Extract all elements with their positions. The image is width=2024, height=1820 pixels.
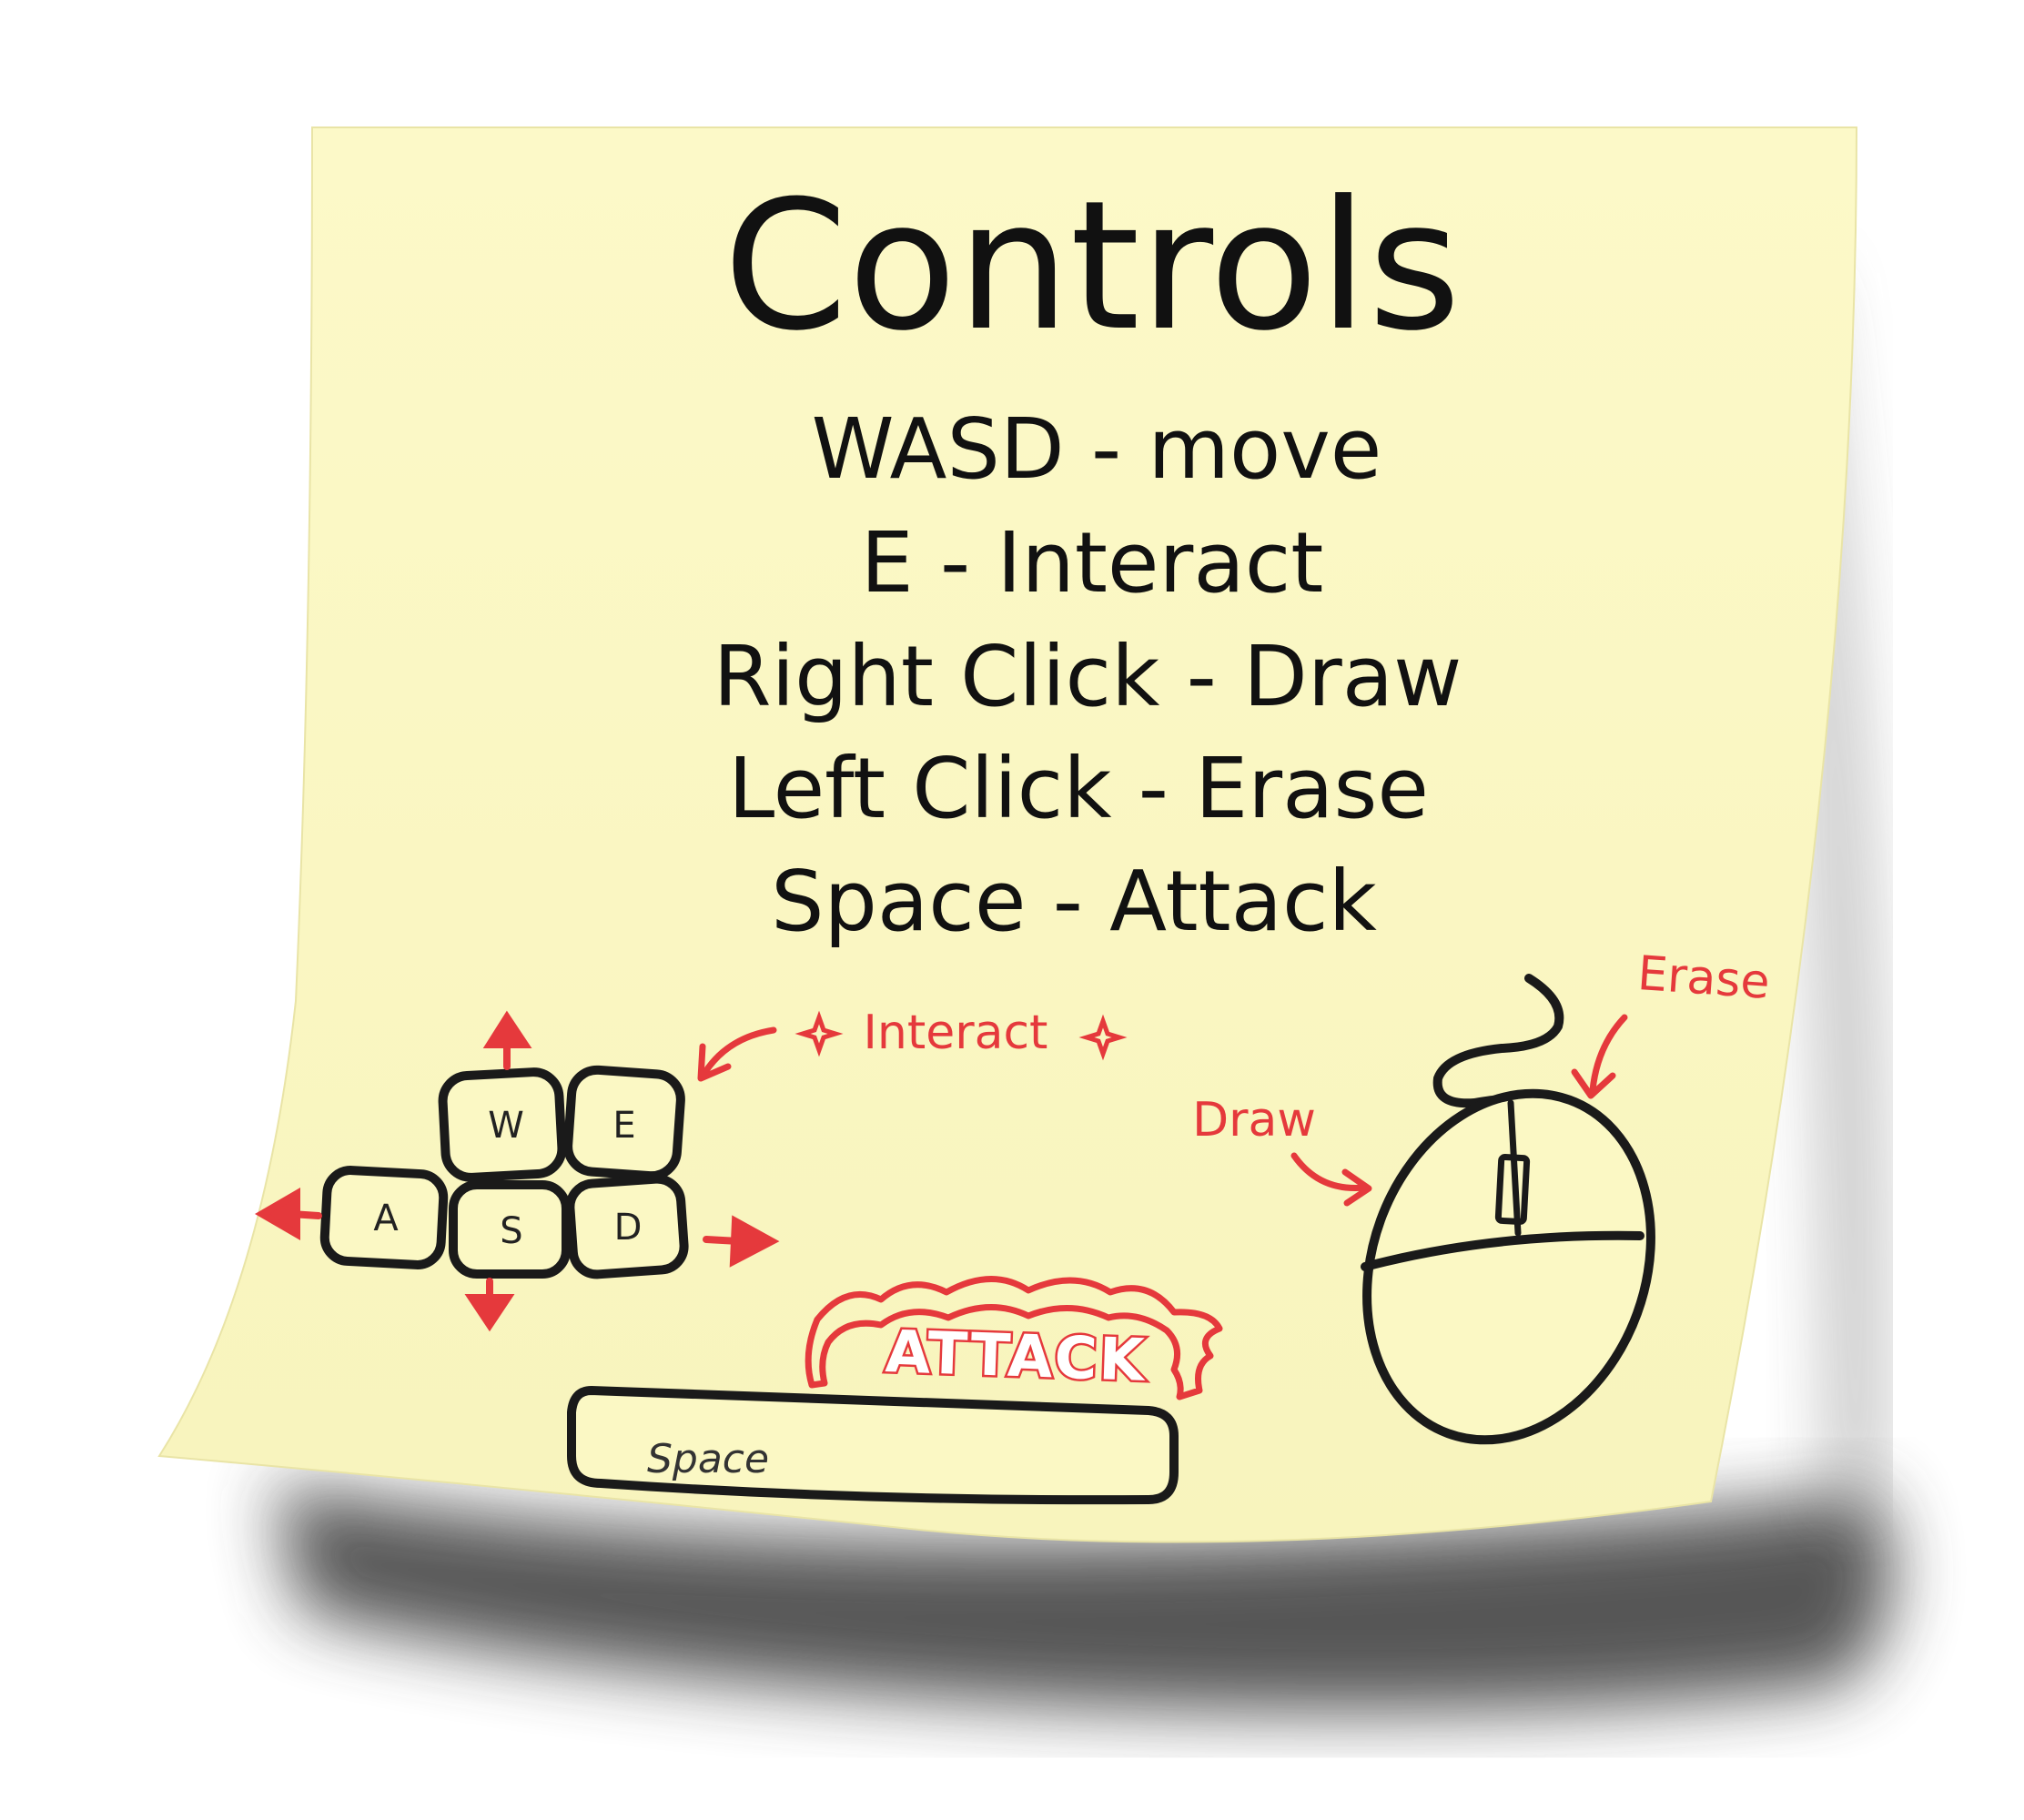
mouse-cable bbox=[1432, 974, 1564, 1108]
arrow-down-icon bbox=[464, 1278, 515, 1332]
control-line-interact: E - Interact bbox=[861, 514, 1324, 612]
key-w bbox=[438, 1067, 567, 1182]
key-w-label: W bbox=[488, 1105, 524, 1147]
controls-list: WASD - move E - Interact Right Click - D… bbox=[713, 400, 1462, 950]
note-shadow bbox=[273, 1483, 1893, 1713]
mouse-center-line bbox=[1507, 1099, 1522, 1237]
movement-arrows bbox=[255, 1010, 780, 1332]
erase-annotation: Erase bbox=[1571, 946, 1772, 1099]
control-line-erase: Left Click - Erase bbox=[728, 740, 1429, 837]
space-key: Space bbox=[567, 1386, 1179, 1505]
control-line-attack: Space - Attack bbox=[771, 853, 1377, 950]
mouse-illustration bbox=[1361, 974, 1655, 1445]
page-title: Controls bbox=[724, 163, 1462, 370]
mouse-body bbox=[1362, 1088, 1655, 1445]
space-key-outline bbox=[567, 1386, 1179, 1505]
mouse-scroll-wheel bbox=[1494, 1154, 1531, 1225]
sparkle-left-icon bbox=[794, 1010, 844, 1057]
space-key-label: Space bbox=[647, 1436, 769, 1482]
keyboard-keys-illustration bbox=[319, 1065, 689, 1279]
erase-arrow-icon bbox=[1589, 1014, 1628, 1094]
arrow-right-icon bbox=[703, 1215, 780, 1268]
interact-curve-arrow-icon bbox=[702, 1026, 777, 1076]
key-e-label: E bbox=[612, 1105, 635, 1147]
draw-annotation: Draw bbox=[1192, 1093, 1372, 1207]
key-a-label: A bbox=[373, 1198, 399, 1239]
key-labels: W E A S D bbox=[373, 1105, 642, 1252]
attack-burst: ATTACK bbox=[805, 1276, 1223, 1400]
draw-label: Draw bbox=[1192, 1093, 1316, 1148]
key-a bbox=[319, 1166, 449, 1269]
interact-label: Interact bbox=[864, 1006, 1048, 1060]
control-line-draw: Right Click - Draw bbox=[713, 628, 1462, 725]
key-e bbox=[563, 1065, 685, 1181]
arrow-up-icon bbox=[482, 1010, 532, 1070]
sparkle-right-icon bbox=[1078, 1014, 1128, 1061]
key-s bbox=[449, 1180, 571, 1279]
arrow-left-icon bbox=[255, 1188, 322, 1240]
erase-label: Erase bbox=[1635, 946, 1771, 1010]
interact-annotation: Interact bbox=[697, 1006, 1128, 1082]
draw-arrow-icon bbox=[1290, 1152, 1369, 1192]
mouse-button-divider bbox=[1361, 1230, 1644, 1271]
burst-outline bbox=[805, 1276, 1223, 1400]
key-d-label: D bbox=[614, 1207, 643, 1249]
key-s-label: S bbox=[500, 1210, 522, 1252]
key-d bbox=[565, 1174, 689, 1279]
attack-label: ATTACK bbox=[885, 1319, 1148, 1395]
control-line-move: WASD - move bbox=[812, 400, 1382, 498]
